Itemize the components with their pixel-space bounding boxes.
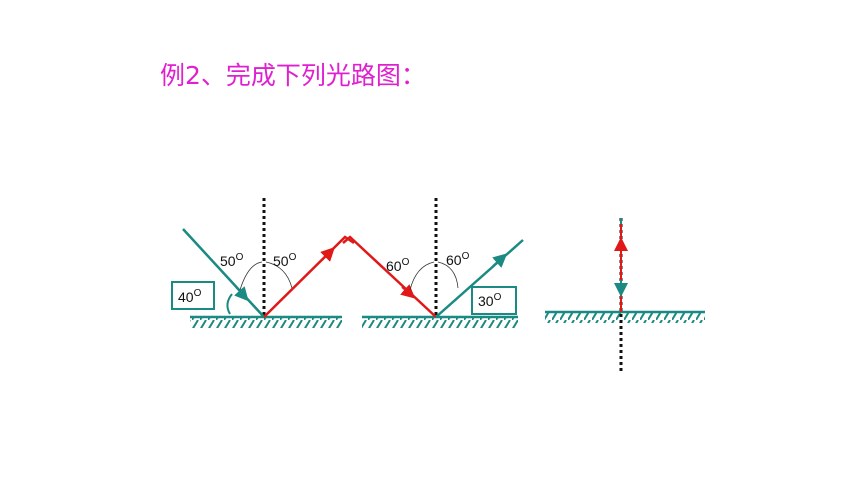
reflected-ray-2 (435, 239, 524, 318)
diagram-1: 50O 50O 40O (171, 198, 355, 328)
angle-box-1 (171, 281, 215, 310)
angle-arc-reflected-1 (265, 261, 293, 289)
reflected-arrow-2 (492, 253, 508, 268)
incident-ray-1 (182, 228, 265, 318)
angle-arc-surface-1 (226, 293, 233, 315)
reflected-arrow-1 (320, 247, 335, 262)
angle-arc-reflected-2 (437, 261, 459, 289)
angle-box-label-1: 40O (178, 288, 202, 305)
angle-arc-incident-1 (239, 261, 263, 291)
angle-box-label-2: 30O (478, 292, 502, 309)
mirror-hatch-2 (362, 318, 518, 328)
angle-label-2b: 60O (446, 251, 470, 268)
angle-label-2a: 60O (386, 257, 410, 274)
page-title: 例2、完成下列光路图： (160, 61, 426, 90)
incident-arrow-1 (234, 286, 249, 302)
mirror-hatch-3 (545, 313, 705, 323)
diagram-3 (545, 218, 705, 374)
reflected-ray-1 (263, 235, 355, 318)
angle-box-2 (471, 286, 517, 315)
angle-label-1a: 50O (220, 252, 244, 269)
incident-arrow-2 (400, 284, 416, 299)
angle-arc-incident-2 (409, 261, 435, 291)
diagram-2: 60O 60O 30O (342, 198, 524, 328)
angle-label-1b: 50O (273, 252, 297, 269)
mirror-hatch-1 (190, 318, 342, 328)
incident-ray-2 (342, 235, 437, 318)
